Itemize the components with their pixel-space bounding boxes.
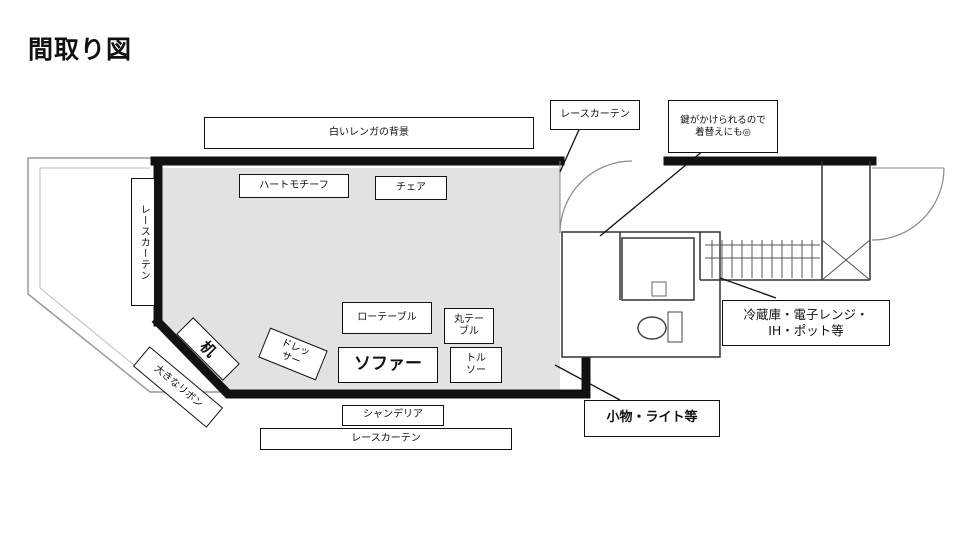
fridge-note-label: 冷蔵庫・電子レンジ・ IH・ポット等	[722, 300, 890, 346]
torso-label: トル ソー	[450, 347, 502, 383]
kitchen-counter-hatch	[705, 239, 871, 281]
small-items-label: 小物・ライト等	[584, 400, 720, 437]
balcony-inner-outline	[39, 167, 153, 381]
round-table-label: 丸テー ブル	[444, 308, 494, 344]
lace-curtain-top-label: レースカーテン	[550, 100, 640, 130]
lace-curtain-left-label: レースカーテン	[131, 178, 155, 306]
chandelier-label: シャンデリア	[342, 405, 444, 426]
interior-partitions	[561, 161, 871, 358]
chair-label: チェア	[375, 176, 447, 200]
callout-lines	[554, 122, 777, 401]
walls	[150, 156, 877, 399]
entrance-door-swing	[559, 160, 633, 234]
toilet-icon	[637, 316, 667, 340]
sofa-label: ソファー	[338, 347, 438, 383]
white-brick-label: 白いレンガの背景	[204, 117, 534, 149]
lace-curtain-bottom-label: レースカーテン	[260, 428, 512, 450]
outer-door-swing	[871, 167, 945, 241]
shower-drain	[651, 281, 667, 297]
page-title: 間取り図	[28, 35, 133, 64]
heart-motif-label: ハートモチーフ	[239, 174, 349, 198]
low-table-label: ローテーブル	[342, 302, 432, 334]
lock-note-label: 鍵がかけられるので 着替えにも◎	[668, 100, 778, 153]
